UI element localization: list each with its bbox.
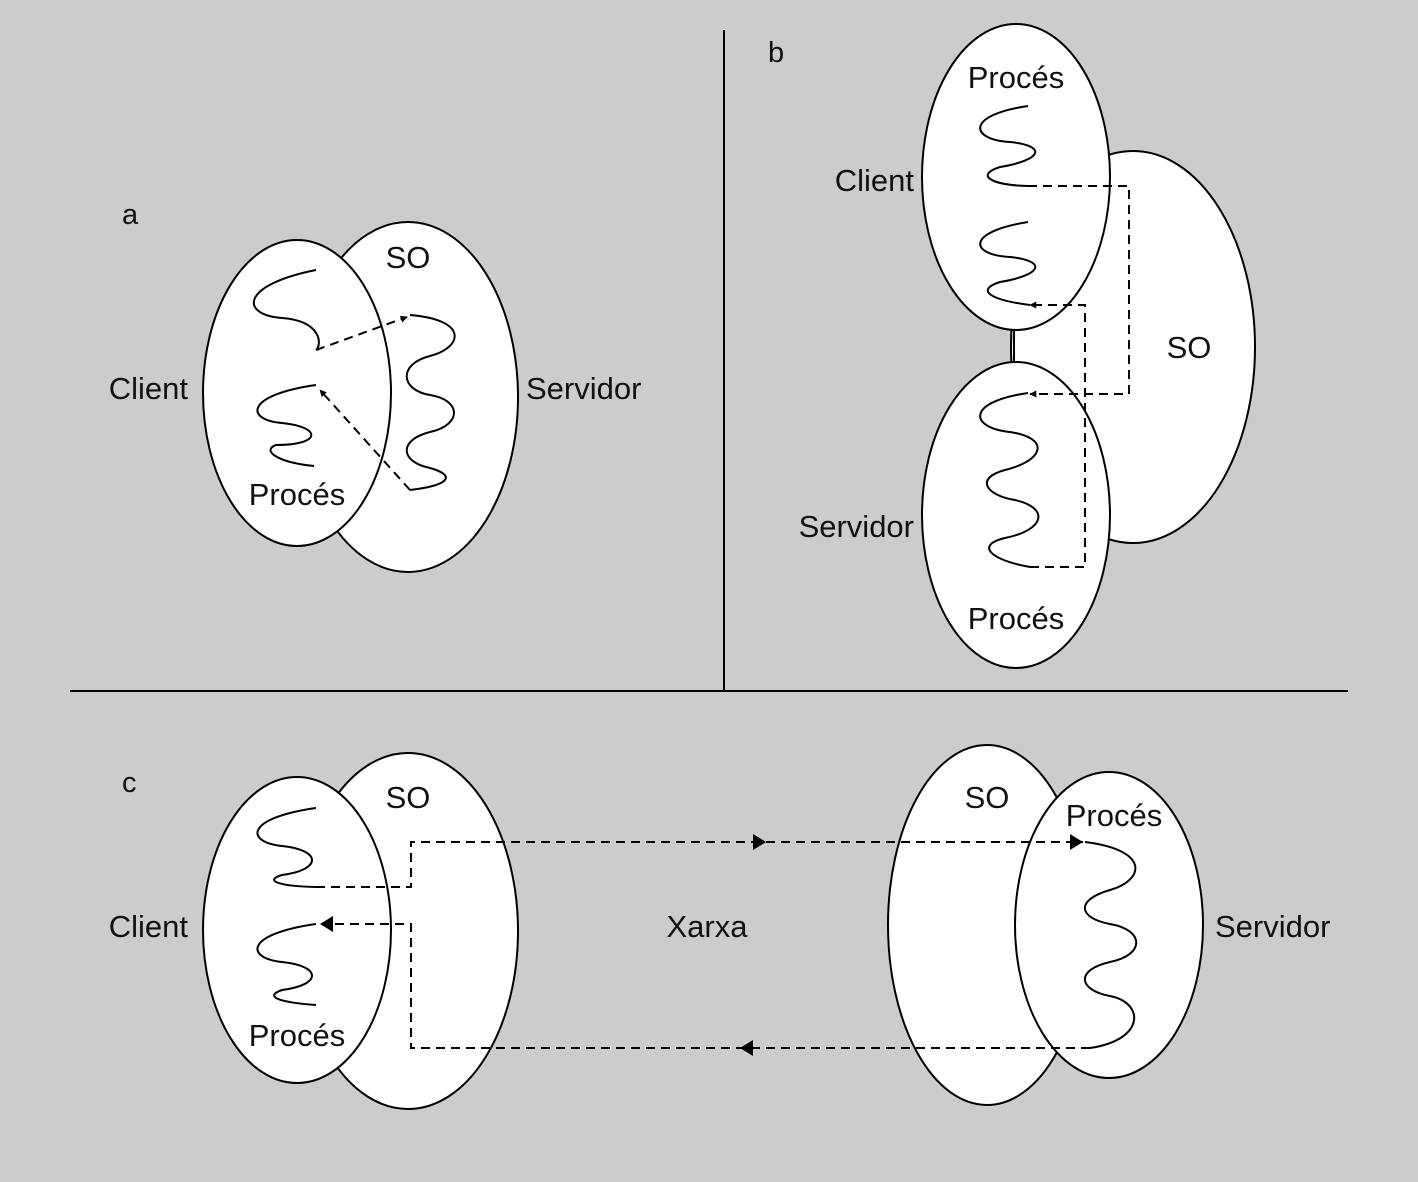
panel-c-server-thread: [1083, 841, 1138, 1049]
panel-b-client-thread-bottom: [979, 221, 1036, 306]
panel-b-tag: b: [768, 37, 784, 69]
panel-a-os-label: SO: [386, 240, 431, 275]
panel-c-client-process-label: Procés: [249, 1018, 345, 1053]
panel-b-client-label: Client: [835, 163, 915, 198]
panel-c-response-arrow-end: [320, 916, 333, 932]
panel-a-client-ellipse: [202, 239, 392, 547]
panel-b-server-label: Servidor: [799, 509, 914, 544]
panel-c-server-ellipse: [1014, 771, 1204, 1079]
panel-b-client-thread-top: [979, 105, 1036, 187]
panel-c-client-label: Client: [109, 909, 189, 944]
panel-c-server-process-label: Procés: [1066, 798, 1162, 833]
panel-b-server-ellipse: [921, 361, 1111, 669]
panel-a-return-arrow: [319, 389, 411, 491]
panel-c-client-ellipse: [202, 776, 392, 1084]
panel-a: a SO Client Servidor Procés: [109, 199, 641, 573]
panel-c-client-os-label: SO: [386, 780, 431, 815]
panel-b-server-process-label: Procés: [968, 601, 1064, 636]
panel-b-client-ellipse: [921, 23, 1111, 331]
panel-c-response-arrow-mid: [740, 1040, 753, 1056]
panel-b-client-process-label: Procés: [968, 60, 1064, 95]
panel-a-server-thread: [405, 314, 456, 491]
panel-b-return-path: [1029, 301, 1086, 568]
panel-a-call-arrow: [315, 315, 408, 351]
panel-c-request-path: [316, 841, 1083, 888]
panel-c-client-thread-bottom: [256, 923, 317, 1006]
panel-b-call-path: [1028, 185, 1130, 398]
panel-c-server-os-label: SO: [965, 780, 1010, 815]
panel-c-request-arrow-mid: [753, 834, 766, 850]
panel-b-os-label: SO: [1167, 330, 1212, 365]
panel-c-response-path: [322, 923, 1090, 1049]
panel-a-client-thread-top: [253, 269, 320, 351]
panel-a-client-label: Client: [109, 371, 189, 406]
panel-a-server-label: Servidor: [526, 371, 641, 406]
panel-c-tag: c: [122, 767, 137, 799]
panel-a-process-label: Procés: [249, 477, 345, 512]
panel-a-client-thread-bottom: [256, 384, 317, 467]
panel-c-server-label: Servidor: [1215, 909, 1330, 944]
panel-b-server-thread: [979, 392, 1040, 568]
panel-c: c SO Client Procés Xarxa SO Procés Servi…: [109, 744, 1330, 1110]
panel-c-client-thread-top: [256, 807, 317, 888]
panel-b: b Procés Client SO Servidor Procés: [768, 23, 1256, 669]
panel-a-tag: a: [122, 199, 139, 231]
panel-c-network-label: Xarxa: [667, 909, 749, 944]
panel-c-request-arrow-end: [1070, 834, 1083, 850]
